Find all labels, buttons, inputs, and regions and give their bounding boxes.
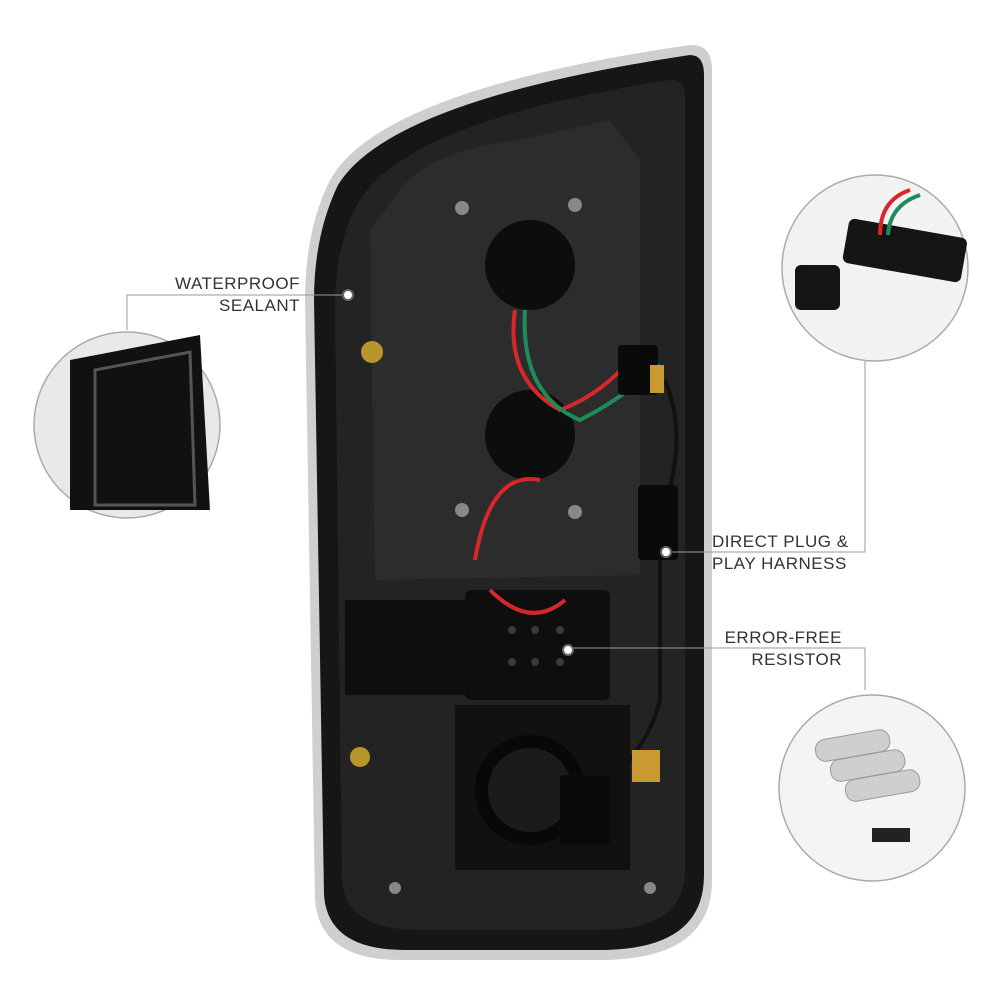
connector-2 xyxy=(638,485,678,560)
callout-sealant-line1: WATERPROOF xyxy=(175,274,300,293)
bulb-socket-2 xyxy=(485,390,575,480)
resistor-box xyxy=(465,590,610,700)
callout-resistor-line1: ERROR-FREE xyxy=(724,628,842,647)
lower-block xyxy=(345,600,465,695)
mount-stud-upper xyxy=(361,341,383,363)
connector-1 xyxy=(618,345,658,395)
wire-red-3 xyxy=(488,588,567,615)
marker-harness xyxy=(660,546,672,558)
bulb-socket-1 xyxy=(485,220,575,310)
callout-sealant: WATERPROOF SEALANT xyxy=(150,273,300,317)
upper-panel xyxy=(370,120,640,580)
callout-resistor-line2: RESISTOR xyxy=(751,650,842,669)
callout-sealant-line2: SEALANT xyxy=(219,296,300,315)
marker-sealant xyxy=(342,289,354,301)
callout-harness: DIRECT PLUG & PLAY HARNESS xyxy=(712,531,882,575)
callout-harness-line1: DIRECT PLUG & xyxy=(712,532,849,551)
marker-resistor xyxy=(562,644,574,656)
callout-harness-line2: PLAY HARNESS xyxy=(712,554,847,573)
callout-resistor: ERROR-FREE RESISTOR xyxy=(700,627,842,671)
connector-3 xyxy=(560,775,610,845)
mount-stud-lower xyxy=(350,747,370,767)
wire-red-2 xyxy=(473,477,541,561)
